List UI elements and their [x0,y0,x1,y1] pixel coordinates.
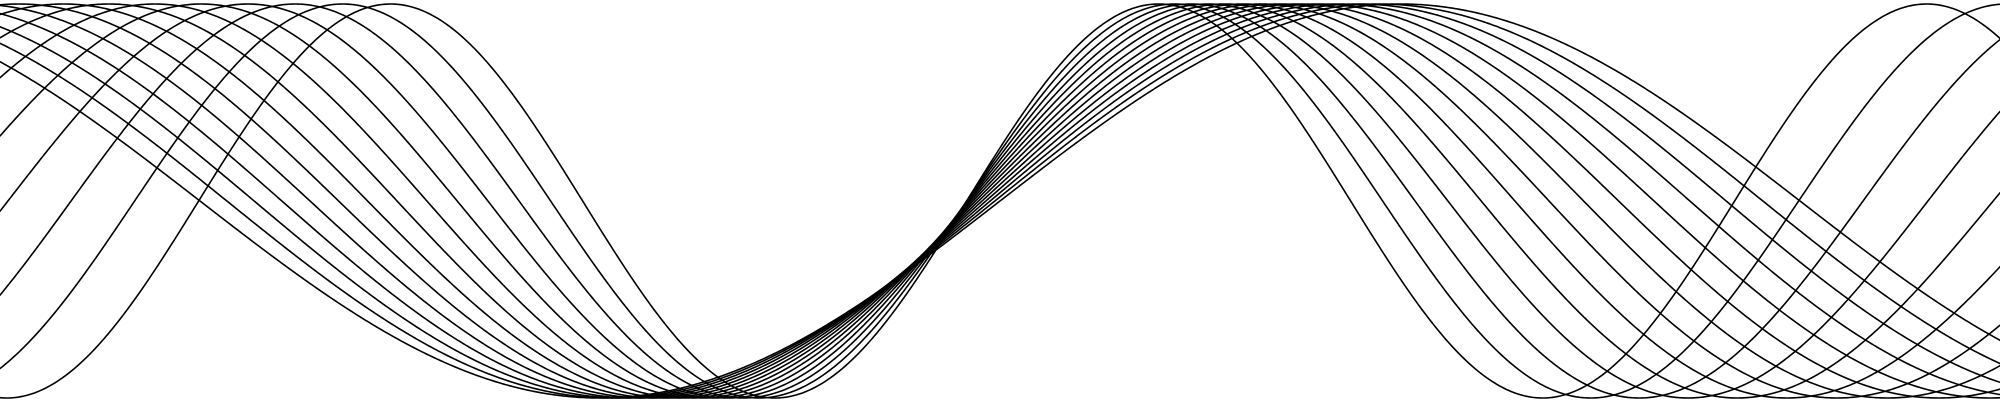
wave-curve-1 [0,3,2000,399]
wave-curve-9 [0,3,2000,399]
wave-curve-11 [0,3,2000,399]
wave-curve-12 [0,3,2000,399]
wave-curve-10 [0,3,2000,399]
curve-group [0,3,2000,399]
wave-curve-3 [0,3,2000,399]
wave-curve-7 [0,3,2000,399]
wave-curve-4 [0,3,2000,399]
wave-curve-6 [0,3,2000,399]
wave-curve-14 [0,3,2000,399]
wave-curve-2 [0,3,2000,399]
wave-curve-5 [0,3,2000,399]
wave-curve-8 [0,3,2000,399]
wave-curve-13 [0,3,2000,399]
